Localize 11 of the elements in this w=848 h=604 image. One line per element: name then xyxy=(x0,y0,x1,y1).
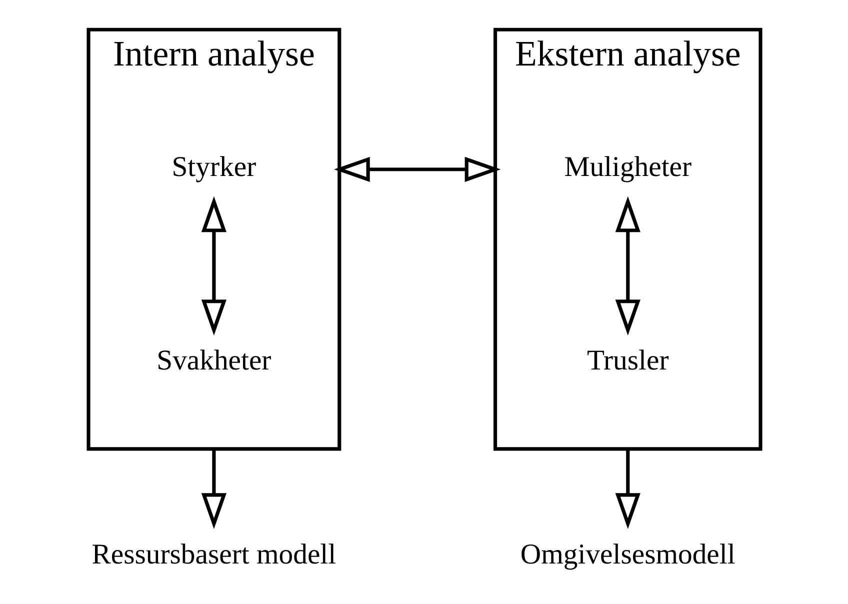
arrow xyxy=(614,448,640,530)
node-text: Trusler xyxy=(586,344,668,377)
node-text: Muligheter xyxy=(564,151,692,184)
node-text: Omgivelsesmodell xyxy=(520,538,735,570)
arrow xyxy=(333,156,500,182)
arrow xyxy=(200,448,226,530)
node-text: Styrker xyxy=(171,151,256,184)
node-text: Ressursbasert modell xyxy=(91,538,336,570)
node-text: Svakheter xyxy=(156,344,271,377)
arrow xyxy=(614,196,640,336)
arrow xyxy=(200,196,226,336)
